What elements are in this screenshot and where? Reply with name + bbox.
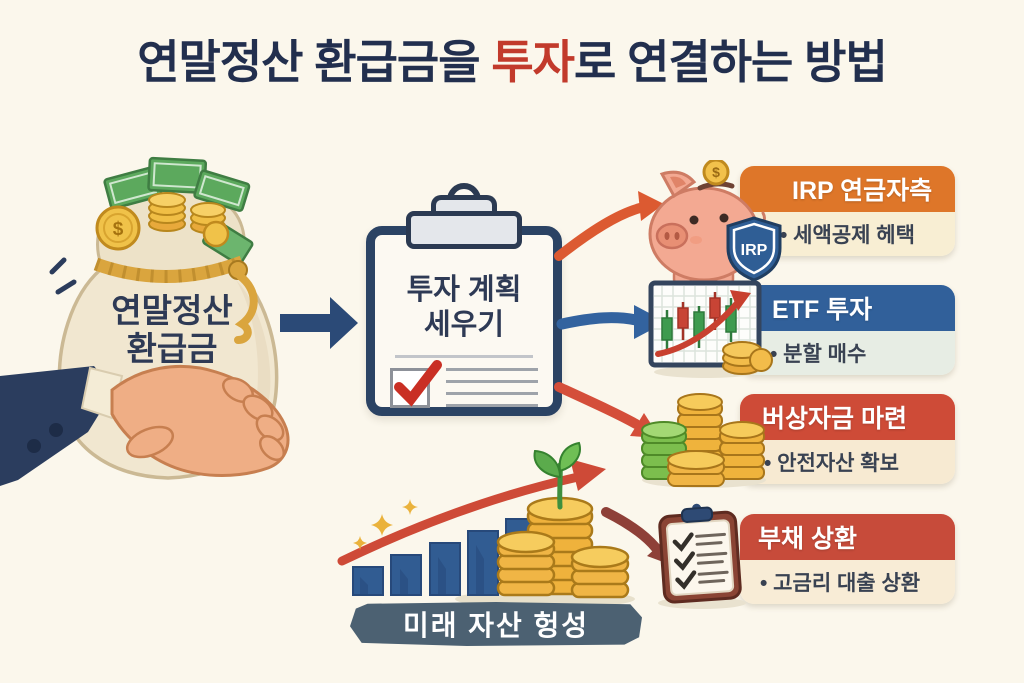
rise-arrow xyxy=(337,459,606,566)
money-bag-label-line2: 환급금 xyxy=(126,330,218,368)
emphasis-dashes xyxy=(49,257,77,295)
clipboard-clip xyxy=(406,211,522,249)
future-assets-banner: 미래 자산 헝성 xyxy=(350,602,642,646)
checklist-rows xyxy=(672,532,729,590)
option-title-emergency: 버상자금 마련 xyxy=(762,405,907,433)
sprout xyxy=(533,441,581,510)
irp-shield-badge: IRP xyxy=(726,216,782,282)
piggy-bank-icon: $ IRP xyxy=(648,160,782,294)
option-body-etf: • 분할 매수 xyxy=(740,331,955,375)
checkbox-checked xyxy=(390,359,442,408)
plan-title-line2: 세우기 xyxy=(423,308,505,341)
option-body-emergency: • 안전자산 확보 xyxy=(740,440,955,484)
chart-coins xyxy=(722,341,773,375)
money-bag-icon: $ xyxy=(0,156,290,486)
piggy-coin-symbol: $ xyxy=(712,164,720,180)
option-header-emergency: 버상자금 마련 xyxy=(740,394,955,440)
option-bullet-irp: • 세액공제 헤택 xyxy=(780,224,915,247)
title-suffix: 로 연결하는 방법 xyxy=(573,36,888,88)
title-highlight: 투자 xyxy=(491,36,575,88)
bag-coins: $ xyxy=(95,192,230,251)
option-bullet-emergency: • 안전자산 확보 xyxy=(764,452,899,475)
gold-stack-right xyxy=(719,421,765,480)
coin-stacks-icon xyxy=(641,393,766,488)
memo-lines xyxy=(446,367,538,416)
hand xyxy=(0,365,290,486)
option-title-etf: ETF 투자 xyxy=(772,296,873,324)
option-card-etf: ETF 투자 • 분할 매수 xyxy=(740,285,955,375)
option-card-irp: IRP 연금자측 • 세액공제 헤택 xyxy=(740,166,955,256)
option-body-debt: • 고금리 대출 상환 xyxy=(740,560,955,604)
bag-coin-symbol: $ xyxy=(113,219,124,240)
plan-title-line1: 투자 계획 xyxy=(406,274,522,306)
sparkles xyxy=(353,499,418,550)
option-card-debt: 부채 상환 • 고금리 대출 상환 xyxy=(740,514,955,604)
banknotes xyxy=(103,156,254,266)
plan-clipboard: 투자 계획 세우기 xyxy=(366,183,562,416)
option-card-emergency: 버상자금 마련 • 안전자산 확보 xyxy=(740,394,955,484)
future-assets-label: 미래 자산 헝성 xyxy=(402,610,590,641)
money-bag-label-line1: 연말정산 xyxy=(111,292,233,329)
page-title: 연말정산 환급금을 투자로 연결하는 방법 xyxy=(0,26,1024,92)
money-bag-label: 연말정산 환급금 xyxy=(84,292,260,369)
future-assets-illustration xyxy=(337,441,635,608)
option-header-etf: ETF 투자 xyxy=(740,285,955,331)
option-title-debt: 부채 상환 xyxy=(758,525,857,553)
plan-check-row xyxy=(375,359,553,416)
option-bullet-etf: • 분할 매수 xyxy=(770,343,867,366)
checklist-icon xyxy=(658,503,746,609)
bag-rope xyxy=(93,255,258,344)
option-header-debt: 부채 상환 xyxy=(740,514,955,560)
red-check-icon xyxy=(394,359,442,407)
divider xyxy=(394,354,534,358)
option-header-irp: IRP 연금자측 xyxy=(740,166,955,212)
chart-rise-arrow xyxy=(655,299,741,357)
option-bullet-debt: • 고금리 대출 상환 xyxy=(760,572,921,595)
candlestick-chart-icon xyxy=(648,280,773,378)
title-prefix: 연말정산 환급금을 xyxy=(137,36,492,88)
option-title-irp: IRP 연금자측 xyxy=(792,177,933,205)
gold-stack-front xyxy=(667,450,725,487)
plan-title: 투자 계획 세우기 xyxy=(375,273,553,343)
irp-shield-label: IRP xyxy=(741,242,768,259)
